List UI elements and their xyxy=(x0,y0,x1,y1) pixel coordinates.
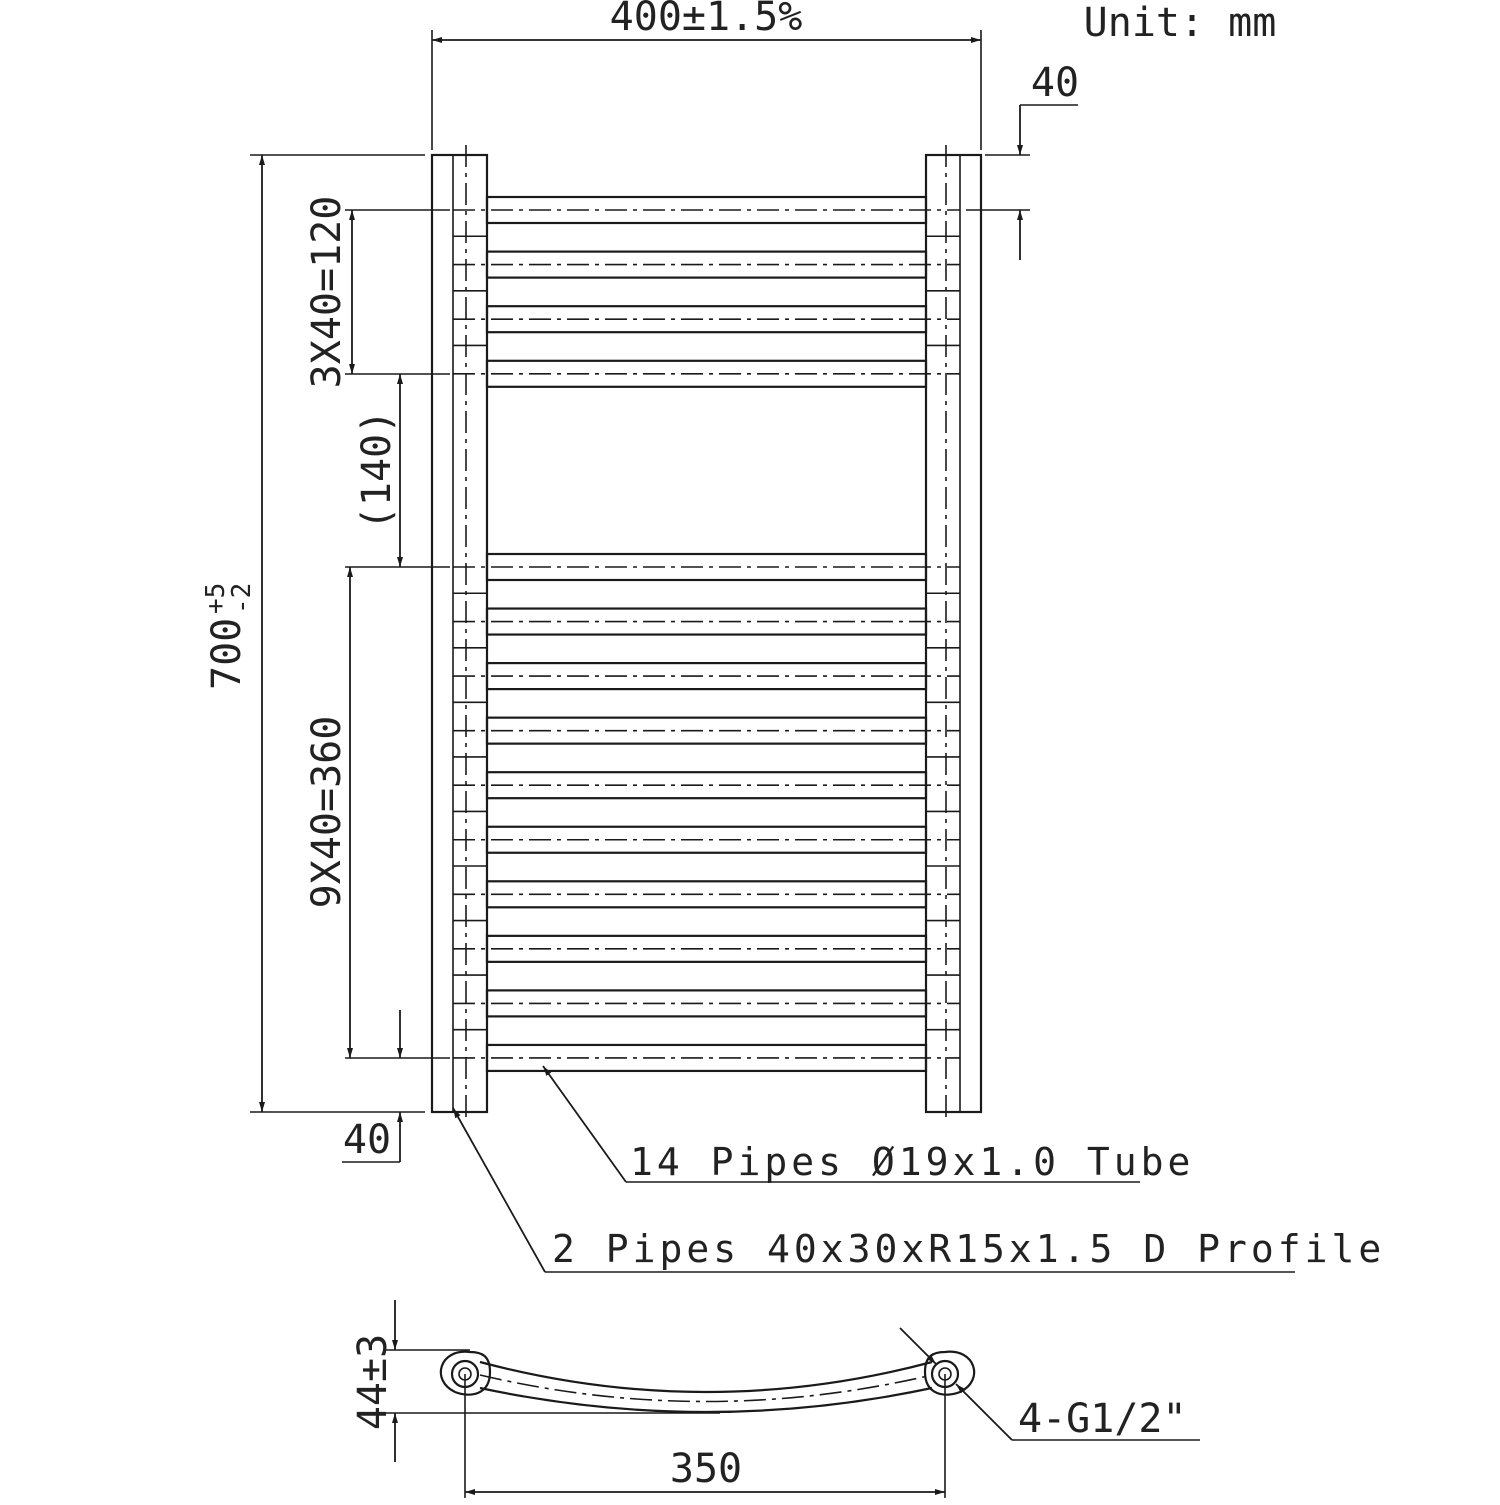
connection-label: 4-G1/2" xyxy=(1018,1396,1187,1442)
lower-group-dimension xyxy=(345,566,450,1059)
top-offset-dimension xyxy=(966,104,1078,260)
crossbar-6 xyxy=(453,607,960,649)
width-dimension xyxy=(431,30,982,150)
crossbar-10 xyxy=(453,825,960,867)
top-offset-label: 40 xyxy=(1031,60,1079,106)
svg-text:-2: -2 xyxy=(227,583,257,614)
crossbar-4 xyxy=(453,359,960,388)
side-rail-callout: 2 Pipes 40x30xR15x1.5 D Profile xyxy=(552,1227,1385,1271)
crossbar-14 xyxy=(453,1043,960,1073)
height-dimension xyxy=(250,154,425,1113)
crossbar-11 xyxy=(453,880,960,922)
gap-label: (140) xyxy=(354,410,400,530)
overall-height-label: 700 +5 -2 xyxy=(201,583,257,690)
center-distance-dimension xyxy=(464,1374,946,1498)
bottom-offset-label: 40 xyxy=(343,1117,391,1163)
depth-label: 44±3 xyxy=(350,1334,396,1430)
profile-view: 44±3 350 4-G1/2" xyxy=(350,1300,1200,1498)
svg-text:700: 700 xyxy=(204,618,250,690)
dimension-lines xyxy=(250,30,1295,1273)
front-view xyxy=(430,145,983,1122)
crossbar-7 xyxy=(453,661,960,704)
lower-group-label: 9X40=360 xyxy=(304,716,350,909)
overall-width-label: 400±1.5% xyxy=(610,0,803,40)
crossbar-5 xyxy=(453,552,960,595)
labels: 400±1.5% Unit: mm 40 40 700 +5 -2 3X40=1… xyxy=(201,0,1385,1271)
center-distance-label: 350 xyxy=(670,1446,742,1492)
crossbar-13 xyxy=(453,989,960,1031)
upper-group-label: 3X40=120 xyxy=(304,196,350,389)
depth-dimension xyxy=(385,1300,720,1462)
crossbar-9 xyxy=(453,771,960,813)
crossbar-3 xyxy=(453,305,960,347)
bottom-offset-dimension xyxy=(342,1010,403,1163)
crossbar-12 xyxy=(453,934,960,976)
crossbars-group xyxy=(453,195,960,1073)
upper-group-dimension xyxy=(345,209,450,375)
crossbar-2 xyxy=(453,250,960,292)
unit-label: Unit: mm xyxy=(1084,0,1277,46)
crossbar-callout: 14 Pipes Ø19x1.0 Tube xyxy=(630,1140,1194,1184)
leader-lines xyxy=(452,1065,1295,1273)
right-end-profile xyxy=(923,1350,976,1396)
svg-text:+5: +5 xyxy=(201,583,231,614)
connection-leader xyxy=(899,1327,1200,1441)
crossbar-1 xyxy=(453,195,960,238)
crossbar-8 xyxy=(453,716,960,758)
